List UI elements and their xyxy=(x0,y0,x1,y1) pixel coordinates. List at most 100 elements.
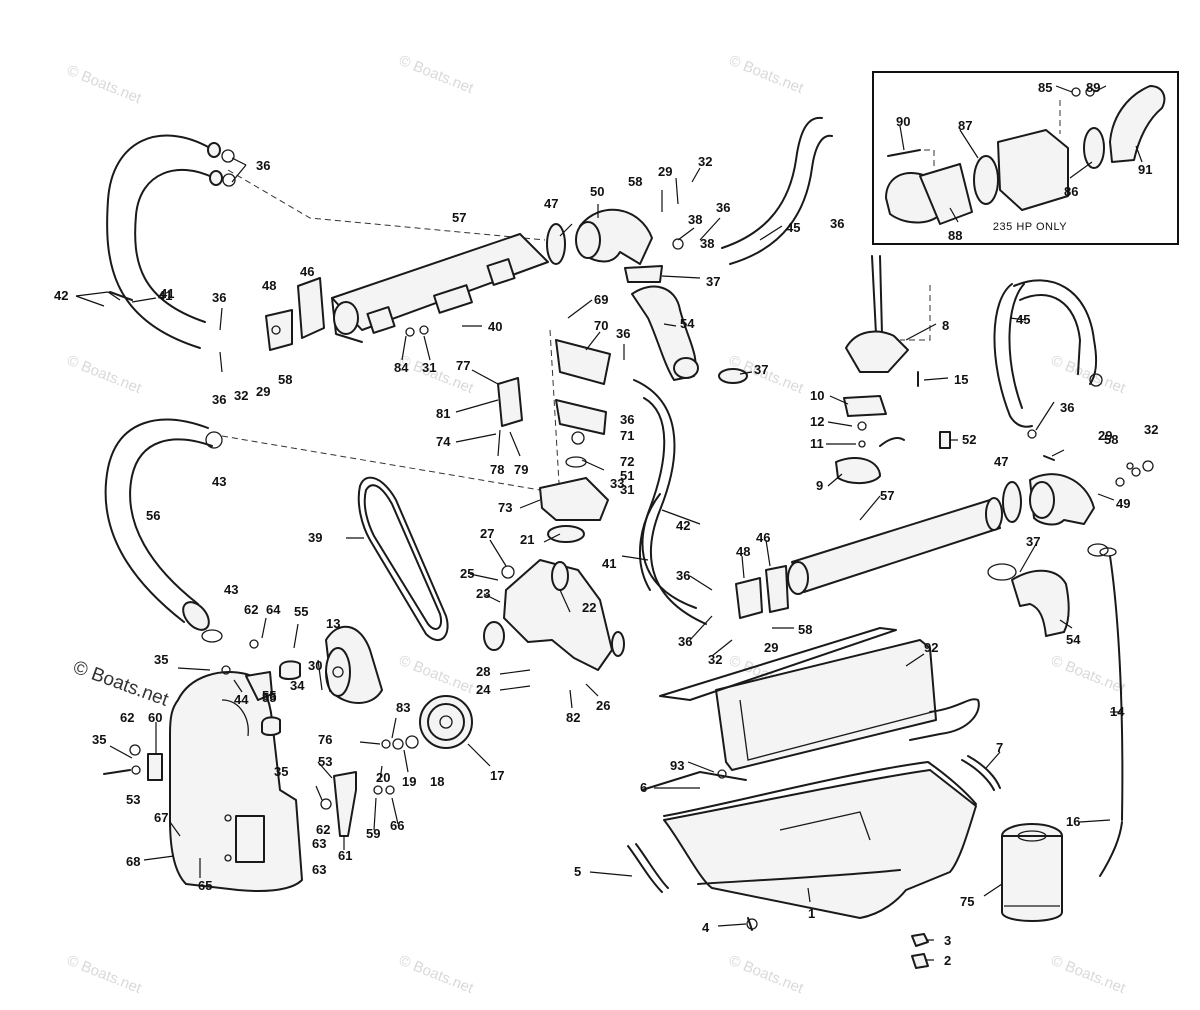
callout: 77 xyxy=(456,358,470,373)
callout: 35 xyxy=(274,764,288,779)
callout: 36 xyxy=(256,158,270,173)
left-hardware xyxy=(103,639,404,837)
callout: 17 xyxy=(490,768,504,783)
callout: 70 xyxy=(594,318,608,333)
callout: 44 xyxy=(234,692,249,707)
callout: 43 xyxy=(212,474,226,489)
callout: 25 xyxy=(460,566,474,581)
callout: 32 xyxy=(1144,422,1158,437)
callout: 57 xyxy=(452,210,466,225)
callout: 41 xyxy=(160,286,174,301)
callout: 19 xyxy=(402,774,416,789)
hose-56 xyxy=(104,418,223,643)
callout: 37 xyxy=(1026,534,1040,549)
callout: 20 xyxy=(376,770,390,785)
callout: 36 xyxy=(212,290,226,305)
callout: 9 xyxy=(816,478,823,493)
callout: 36 xyxy=(620,412,634,427)
callout: 62 xyxy=(316,822,330,837)
callout: 62 xyxy=(120,710,134,725)
callout: 69 xyxy=(594,292,608,307)
callout: 81 xyxy=(436,406,450,421)
callout: 49 xyxy=(1116,496,1130,511)
callout: 31 xyxy=(620,482,634,497)
hose-45-right xyxy=(993,279,1103,439)
water-pump xyxy=(483,559,625,671)
callout: 89 xyxy=(1086,80,1100,95)
callout: 92 xyxy=(924,640,938,655)
inset-235hp: 235 HP ONLY xyxy=(872,71,1179,245)
callout: 51 xyxy=(620,468,634,483)
callout: 32 xyxy=(708,652,722,667)
watermark: © Boats.net xyxy=(65,352,145,398)
callout: 42 xyxy=(676,518,690,533)
callout: 8 xyxy=(942,318,949,333)
callout: 10 xyxy=(810,388,824,403)
exhaust-elbow-50 xyxy=(546,208,684,283)
callout: 93 xyxy=(670,758,684,773)
hose-41-42-centre xyxy=(633,379,1109,637)
callout: 71 xyxy=(620,428,634,443)
callout-leaders xyxy=(75,85,1143,961)
callout: 68 xyxy=(126,854,140,869)
callout: 58 xyxy=(1104,432,1118,447)
callout: 34 xyxy=(290,678,305,693)
pulley-17 xyxy=(405,695,473,749)
callout: 11 xyxy=(810,436,824,451)
callout: 45 xyxy=(786,220,800,235)
callout: 1 xyxy=(808,906,815,921)
callout: 91 xyxy=(1138,162,1152,177)
callout: 15 xyxy=(954,372,968,387)
callout: 58 xyxy=(628,174,642,189)
callout: 84 xyxy=(394,360,409,375)
callout: 36 xyxy=(716,200,730,215)
callout: 64 xyxy=(266,602,281,617)
callout: 58 xyxy=(278,372,292,387)
assembly-lines xyxy=(221,169,931,501)
callout: 55 xyxy=(294,604,308,619)
callout: 59 xyxy=(366,826,380,841)
callout: 41 xyxy=(602,556,616,571)
watermark: © Boats.net xyxy=(397,652,477,698)
callout: 29 xyxy=(1098,428,1112,443)
callout: 14 xyxy=(1110,704,1125,719)
callout: 23 xyxy=(476,586,490,601)
callout: 30 xyxy=(308,658,322,673)
callout: 86 xyxy=(1064,184,1078,199)
callout: 41 xyxy=(158,288,172,303)
callout: 32 xyxy=(698,154,712,169)
hose-54-upper xyxy=(631,285,748,384)
callout: 46 xyxy=(756,530,770,545)
inset-caption: 235 HP ONLY xyxy=(993,221,1067,233)
callout: 45 xyxy=(1016,312,1030,327)
watermark: © Boats.net xyxy=(727,52,807,98)
watermark: © Boats.net xyxy=(65,952,145,998)
seals xyxy=(627,755,1001,893)
pulley-13 xyxy=(325,625,383,704)
callout: 37 xyxy=(706,274,720,289)
callout: 55 xyxy=(262,688,276,703)
callout: 88 xyxy=(948,228,962,243)
callout: 5 xyxy=(574,864,581,879)
watermark: © Boats.net xyxy=(397,52,477,98)
callout: 48 xyxy=(262,278,276,293)
callout: 35 xyxy=(154,652,168,667)
callout: 66 xyxy=(390,818,404,833)
callout: 38 xyxy=(688,212,702,227)
callout: 7 xyxy=(996,740,1003,755)
callout: 46 xyxy=(300,264,314,279)
watermark: © Boats.net xyxy=(397,952,477,998)
callout: 58 xyxy=(798,622,812,637)
callout: 36 xyxy=(830,216,844,231)
callout: 65 xyxy=(198,878,212,893)
callout: 50 xyxy=(590,184,604,199)
callout: 36 xyxy=(676,568,690,583)
callout: 79 xyxy=(514,462,528,477)
callout: 48 xyxy=(736,544,750,559)
drain-plug xyxy=(911,933,929,969)
callout: 16 xyxy=(1066,814,1080,829)
watermark: © Boats.net xyxy=(727,952,807,998)
callout: 53 xyxy=(126,792,140,807)
callout: 52 xyxy=(962,432,976,447)
callout: 36 xyxy=(678,634,692,649)
